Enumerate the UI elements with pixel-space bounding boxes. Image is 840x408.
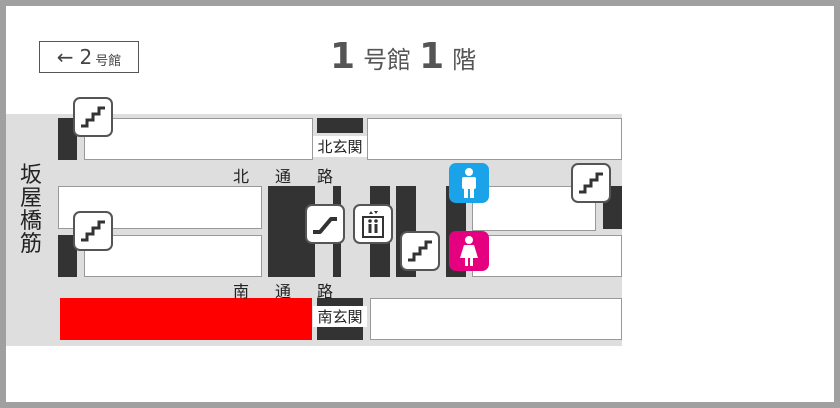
north-passage-label: 北 通 路 — [233, 163, 333, 187]
title-floor-suffix: 階 — [452, 46, 477, 74]
north-passage-char: 路 — [316, 167, 333, 186]
south-passage-label: 南 通 路 — [233, 278, 333, 302]
back-building-suffix: 号館 — [95, 53, 122, 69]
south-entrance-label: 南玄関 — [313, 306, 367, 327]
street-label-char: 坂 — [19, 163, 42, 188]
elevator-icon[interactable] — [353, 204, 393, 244]
page-title: 1 号館 1 階 — [330, 36, 484, 77]
mens-restroom-icon[interactable] — [449, 163, 489, 203]
north-passage-char: 北 — [233, 167, 250, 186]
stairs-icon[interactable] — [400, 231, 440, 271]
street-label: 坂 屋 橋 筋 — [16, 163, 46, 257]
stairs-icon[interactable] — [571, 163, 611, 203]
escalator-icon[interactable] — [305, 204, 345, 244]
stairs-icon[interactable] — [73, 97, 113, 137]
room-north-east — [367, 118, 622, 160]
room-north-west — [84, 118, 313, 160]
room-east-lower — [472, 235, 622, 277]
title-floor-number: 1 — [419, 36, 445, 77]
column — [58, 235, 77, 277]
womens-restroom-icon[interactable] — [449, 231, 489, 271]
title-building-suffix: 号館 — [363, 46, 412, 74]
column — [317, 118, 363, 133]
street-label-char: 橋 — [19, 208, 42, 234]
north-entrance-label: 北玄関 — [313, 136, 367, 157]
room-west-lower — [84, 235, 262, 277]
title-building-number: 1 — [330, 36, 356, 77]
back-arrow-icon: ← — [56, 45, 74, 69]
street-label-char: 筋 — [19, 231, 42, 257]
column — [58, 118, 77, 160]
highlighted-area[interactable] — [60, 298, 312, 340]
south-passage-char: 路 — [316, 282, 333, 301]
room-south-east — [370, 298, 622, 340]
back-building-number: 2 — [79, 45, 93, 69]
back-to-building-2-button[interactable]: ← 2 号館 — [39, 41, 139, 73]
stairs-icon[interactable] — [73, 211, 113, 251]
street-label-char: 屋 — [19, 185, 42, 211]
south-passage-char: 通 — [274, 282, 291, 301]
south-passage-char: 南 — [233, 282, 250, 301]
north-passage-char: 通 — [274, 167, 291, 186]
